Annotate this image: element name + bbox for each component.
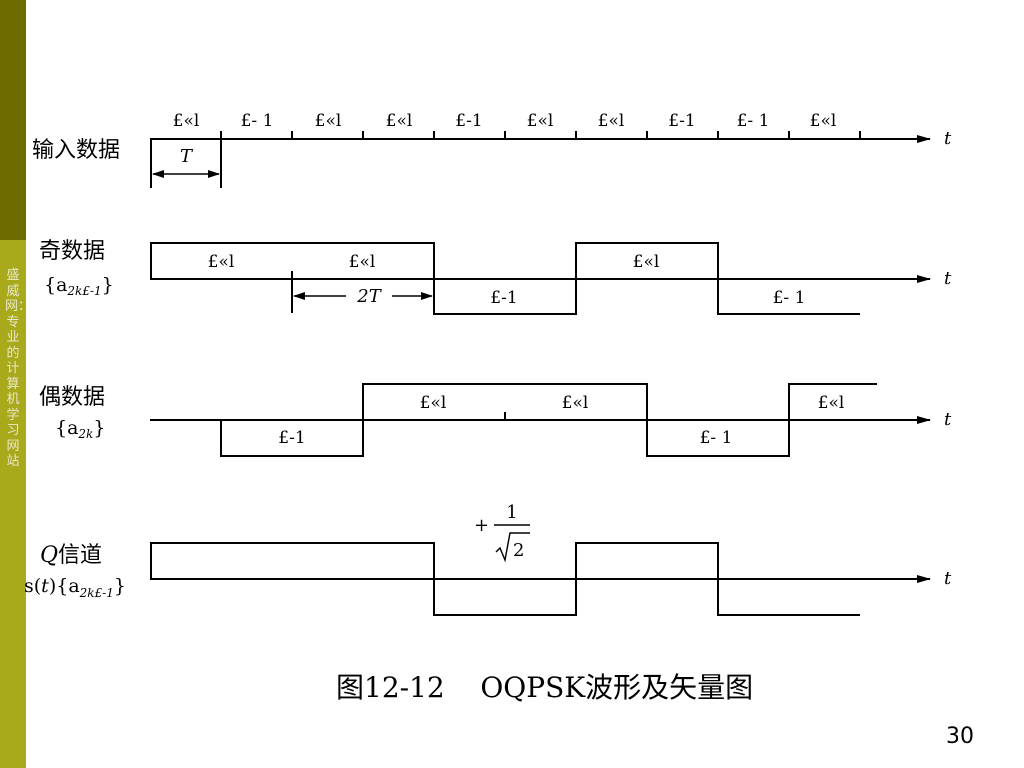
even-value-1: £-1: [278, 428, 305, 448]
even-values: £-1 £«l £«l £- 1 £«l: [278, 393, 844, 448]
input-bits: £«l £- 1 £«l £«l £-1 £«l £«l £-1 £- 1 £«…: [173, 111, 837, 131]
input-bit-6: £«l: [527, 111, 554, 131]
even-value-3: £«l: [562, 393, 589, 413]
odd-axis-t-label: t: [944, 268, 952, 289]
q-amplitude-sign: +: [474, 515, 489, 536]
q-amplitude-denominator: 2: [513, 540, 524, 561]
period-T-label: T: [180, 146, 194, 167]
input-data-label: 输入数据: [32, 138, 120, 163]
sidebar: 盛威网：专业的计算机学习网站: [0, 0, 31, 768]
even-value-4: £- 1: [700, 428, 733, 448]
input-bit-4: £«l: [386, 111, 413, 131]
sidebar-light-band: [0, 240, 26, 768]
even-data-label: 偶数据: [39, 385, 105, 410]
q-axis-t-label: t: [944, 568, 952, 589]
odd-data-subscript-label: {a2k£-1}: [44, 274, 114, 298]
odd-2T-label: 2T: [356, 286, 382, 307]
odd-data-label: 奇数据: [39, 239, 105, 264]
figure-caption: 图12-12 OQPSK波形及矢量图: [336, 671, 754, 704]
q-channel-label: Q信道: [40, 543, 102, 568]
even-data-subscript-label: {a2k}: [55, 417, 105, 441]
q-amplitude-sqrt-sign: [495, 532, 530, 563]
odd-value-3: £-1: [490, 288, 517, 308]
sidebar-dark-band: [0, 0, 26, 240]
odd-waveform: [150, 242, 860, 315]
input-bit-7: £«l: [598, 111, 625, 131]
odd-value-1: £«l: [208, 252, 235, 272]
input-bit-10: £«l: [810, 111, 837, 131]
q-channel-expression: s(t){a2k£-1}: [24, 575, 126, 600]
q-amplitude-annotation: + 1 2: [474, 502, 530, 563]
input-tick-marks: [150, 131, 861, 188]
input-bit-9: £- 1: [737, 111, 770, 131]
input-bit-2: £- 1: [241, 111, 274, 131]
even-value-2: £«l: [420, 393, 447, 413]
even-axis-t-label: t: [944, 409, 952, 430]
odd-values: £«l £«l £-1 £«l £- 1: [208, 252, 806, 308]
odd-value-5: £- 1: [773, 288, 806, 308]
input-bit-3: £«l: [315, 111, 342, 131]
input-bit-1: £«l: [173, 111, 200, 131]
input-axis-t-label: t: [944, 128, 952, 149]
odd-value-4: £«l: [633, 252, 660, 272]
odd-value-2: £«l: [349, 252, 376, 272]
even-value-5: £«l: [818, 393, 845, 413]
q-waveform: [150, 542, 860, 616]
q-amplitude-numerator: 1: [506, 502, 517, 523]
input-bit-5: £-1: [455, 111, 482, 131]
input-bit-8: £-1: [668, 111, 695, 131]
even-waveform: [220, 383, 877, 457]
page-number: 30: [946, 724, 974, 749]
